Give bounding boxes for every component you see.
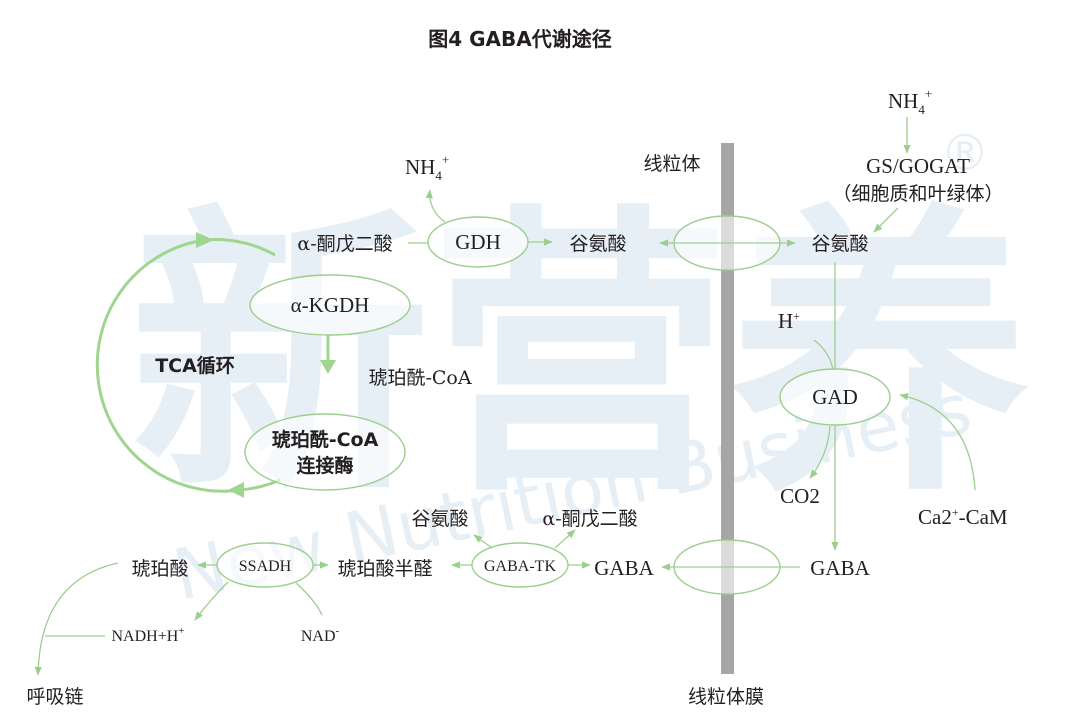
cacam-label: Ca2+-CaM — [918, 505, 1008, 529]
succinate-to-resp-chain-arrow — [34, 562, 119, 676]
shunt-glutamate-label: 谷氨酸 — [411, 508, 468, 530]
gaba-tk-label: GABA-TK — [484, 558, 556, 575]
gdh-nh4-label: NH4+ — [405, 152, 449, 183]
ssadh-to-nadh-arrow — [194, 581, 229, 621]
succinate-label: 琥珀酸 — [131, 558, 188, 580]
ssadh-label: SSADH — [239, 558, 292, 575]
nad-to-ssadh-line — [295, 582, 323, 616]
cacam-to-gad-arrow — [899, 393, 976, 491]
gabatk-to-akg-arrow — [554, 529, 576, 549]
gs-gogat-label: GS/GOGAT — [866, 154, 970, 178]
ligase-label-line1: 琥珀酰-CoA — [272, 428, 379, 451]
gsgogat-to-glutamate-arrow — [873, 207, 899, 233]
ssa-label: 琥珀酸半醛 — [337, 558, 432, 580]
cyto-nh4-label: NH4+ — [888, 86, 932, 117]
cyto-glutamate-label: 谷氨酸 — [811, 233, 868, 255]
gad-to-co2-arrow — [809, 425, 831, 479]
figure-title: 图4 GABA代谢途径 — [428, 27, 612, 51]
h-plus-label: H+ — [778, 309, 800, 333]
tca-arrowhead-bottom — [228, 482, 244, 498]
nadh-label: NADH+H+ — [111, 625, 184, 645]
tca-cycle-label: TCA循环 — [155, 354, 235, 377]
ligase-label-line2: 连接酶 — [296, 454, 353, 477]
resp-chain-label: 呼吸链 — [26, 686, 83, 708]
akgdh-enzyme — [249, 274, 411, 336]
gad-enzyme — [779, 368, 891, 426]
nad-label: NAD- — [301, 625, 340, 645]
gdh-nh4-arrow — [425, 189, 446, 223]
cyto-gaba-label: GABA — [810, 556, 870, 580]
membrane-label: 线粒体膜 — [688, 686, 764, 708]
watermark-reg: ® — [940, 124, 990, 182]
mito-glutamate-label: 谷氨酸 — [569, 233, 626, 255]
gabatk-to-glutamate-arrow — [473, 534, 493, 549]
succinyl-coa-ligase-enzyme — [244, 413, 406, 491]
shunt-akg-label: α-酮戊二酸 — [542, 508, 637, 530]
h-plus-line — [813, 339, 834, 371]
succinyl-coa-label: 琥珀酰-CoA — [368, 367, 471, 389]
gad-label: GAD — [812, 385, 858, 409]
mito-gaba-label: GABA — [594, 556, 654, 580]
co2-label: CO2 — [780, 484, 820, 508]
tca-arrowhead-right — [320, 360, 336, 374]
gs-gogat-location: （细胞质和叶绿体） — [832, 183, 1003, 205]
gdh-label: GDH — [455, 230, 501, 254]
akgdh-label: α-KGDH — [291, 293, 370, 317]
akg-label: α-酮戊二酸 — [297, 233, 392, 255]
tca-arrowhead-top — [196, 232, 214, 248]
tca-cycle-arc-left — [95, 238, 241, 493]
mitochondria-label: 线粒体 — [643, 153, 700, 175]
